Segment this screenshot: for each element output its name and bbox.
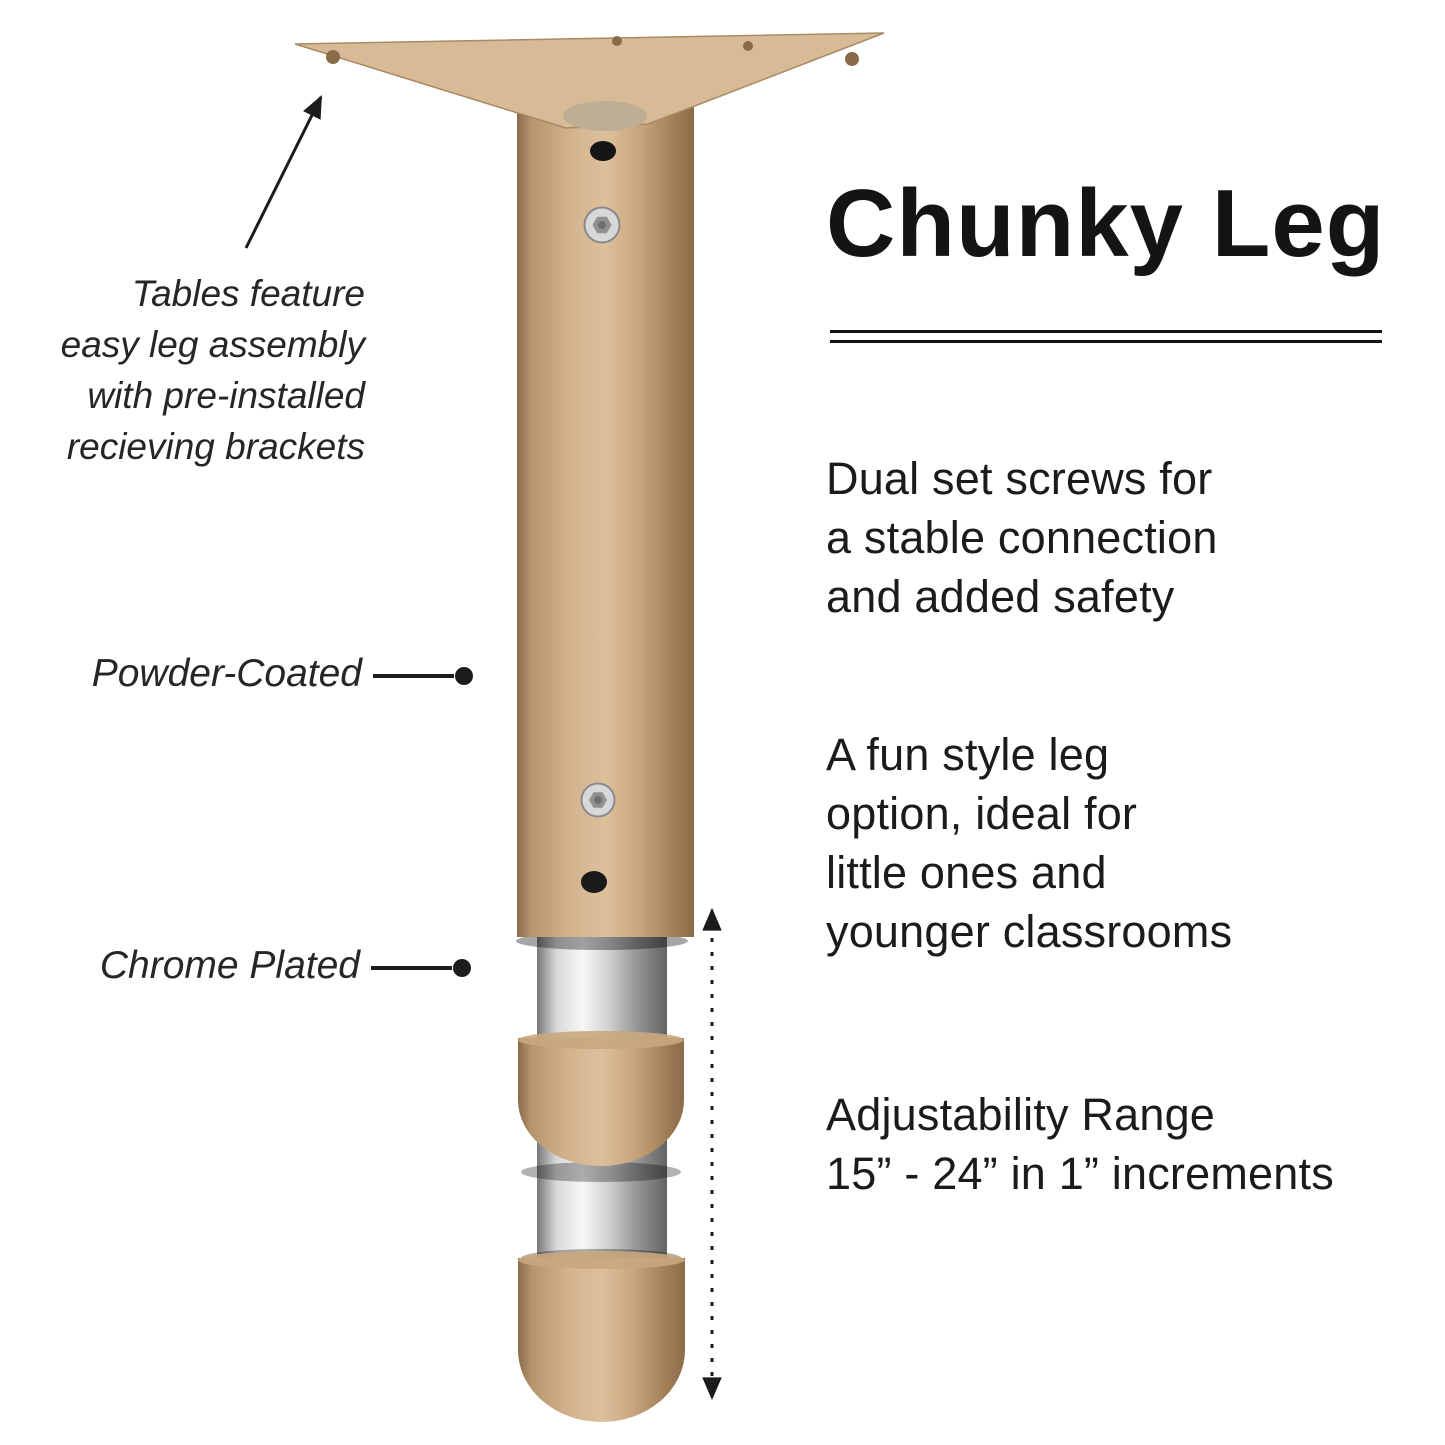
assembly-arrow: [244, 95, 323, 249]
plate-hole: [326, 50, 340, 64]
powder-coated-leader-dot: [455, 667, 473, 685]
mounting-plate: [294, 32, 885, 129]
assembly-note: Tables feature easy leg assembly with pr…: [60, 273, 365, 468]
feature-fun-style-text: A fun style leg option, ideal for little…: [826, 729, 1233, 957]
set-screw-lower: [580, 782, 616, 818]
chrome-tube-upper: [537, 928, 667, 1042]
set-screw-top: [583, 206, 621, 244]
plate-hole: [743, 41, 753, 51]
plate-hole: [612, 36, 622, 46]
chrome-plated-leader-dot: [453, 959, 471, 977]
feature-adjustability-text: Adjustability Range 15” - 24” in 1” incr…: [826, 1089, 1334, 1199]
plate-hole: [845, 52, 859, 66]
foot-cap: [518, 1258, 685, 1422]
powder-coated-label: Powder-Coated: [91, 652, 362, 695]
feature-dual-screws-text: Dual set screws for a stable connection …: [826, 453, 1218, 622]
product-title: Chunky Leg: [826, 170, 1386, 277]
chrome-plated-label: Chrome Plated: [99, 944, 360, 987]
title-double-underline: [830, 330, 1382, 343]
adjustment-hole-top: [590, 141, 616, 161]
adjustment-hole-lower: [581, 871, 607, 893]
weld-seam: [563, 101, 647, 131]
annotation-lines: [244, 95, 722, 1401]
adjustment-collar: [518, 1038, 684, 1166]
leg-assembly: [294, 32, 885, 1422]
